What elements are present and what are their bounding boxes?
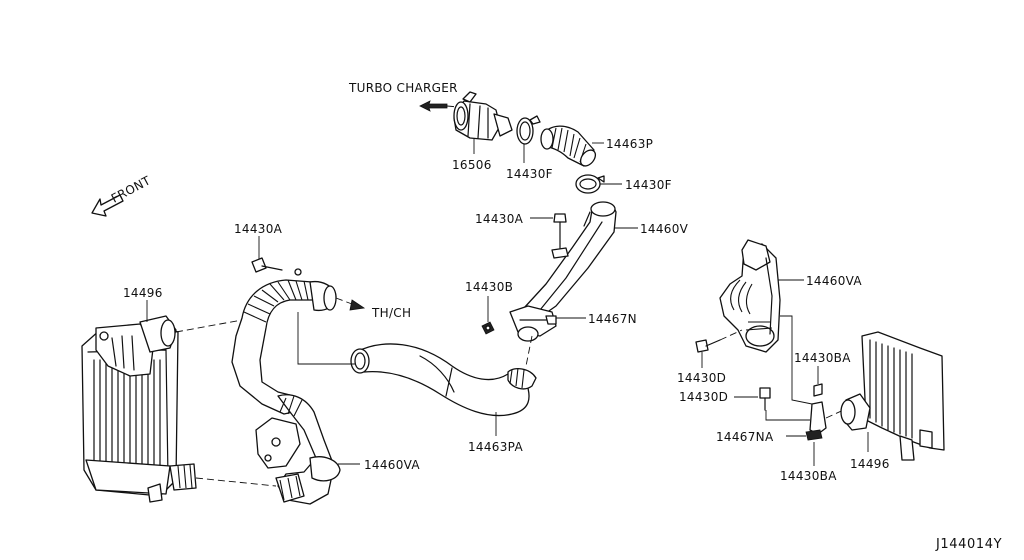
label-14460VA-right: 14460VA	[806, 274, 862, 288]
th-ch-label: TH/CH	[371, 306, 411, 320]
bolt-14430D-lower	[759, 387, 771, 411]
label-14430A-left: 14430A	[234, 222, 283, 236]
bracket-14467NA	[805, 401, 827, 441]
hose-14463PA	[350, 343, 537, 417]
clamp-14430F-top	[516, 115, 541, 145]
front-arrow-icon	[91, 194, 124, 217]
label-14460V: 14460V	[640, 222, 689, 236]
label-14430F-top: 14430F	[506, 167, 553, 181]
bolt-14430B	[481, 321, 495, 335]
bolt-14430A-left	[251, 257, 302, 276]
label-14430F-right: 14430F	[625, 178, 672, 192]
front-label: FRONT	[109, 173, 153, 205]
label-14430BA-lower: 14430BA	[780, 469, 837, 483]
label-14460VA-left: 14460VA	[364, 458, 420, 472]
turbo-charger-label: TURBO CHARGER	[348, 81, 458, 95]
label-14430D-upper: 14430D	[677, 371, 726, 385]
bracket-14467N	[509, 305, 557, 342]
label-14430A-right: 14430A	[475, 212, 524, 226]
hose-14460VA-left	[231, 279, 341, 505]
hose-14460VA-right	[719, 239, 781, 353]
turbo-arrow-icon	[419, 100, 459, 112]
label-14430BA-upper: 14430BA	[794, 351, 851, 365]
th-ch-arrow-icon	[335, 297, 366, 311]
label-14467N: 14467N	[588, 312, 637, 326]
label-14430B: 14430B	[465, 280, 513, 294]
bolt-14430A-right	[551, 213, 569, 259]
clip-14430BA-upper	[813, 383, 823, 397]
label-14430D-lower: 14430D	[679, 390, 728, 404]
label-14463PA: 14463PA	[468, 440, 523, 454]
clamp-14430F-right	[575, 174, 605, 194]
intercooler-14496-left	[81, 315, 197, 503]
intercooler-14496-right	[840, 331, 945, 461]
connector-16506	[453, 91, 513, 141]
label-16506: 16506	[452, 158, 492, 172]
pipe-14460V	[523, 201, 617, 321]
label-14496-right: 14496	[850, 457, 890, 471]
label-14496-left: 14496	[123, 286, 163, 300]
bolt-14430D-upper	[695, 339, 721, 353]
label-14467NA: 14467NA	[716, 430, 774, 444]
hose-14463P	[540, 125, 597, 167]
label-14463P: 14463P	[606, 137, 653, 151]
connection-lines-left	[175, 312, 533, 487]
connection-lines-right	[719, 315, 849, 421]
diagram-reference-code: J144014Y	[935, 537, 1002, 552]
